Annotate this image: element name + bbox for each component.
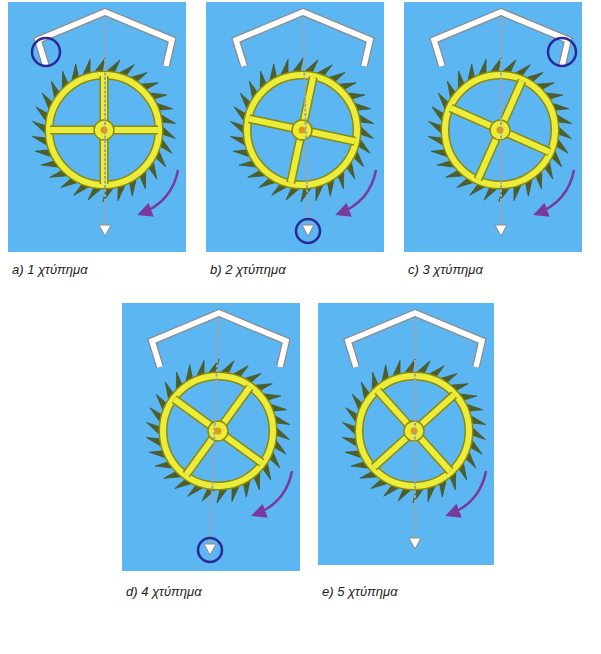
panel-ground: [8, 2, 186, 252]
wheel-tooth: [472, 427, 486, 440]
highlight-circle: [198, 538, 222, 562]
anchor: [152, 313, 286, 367]
pendulum-bob: [495, 225, 507, 236]
panel-ground: [206, 2, 384, 252]
wheel-rim: [247, 75, 357, 185]
panel-ground: [318, 303, 494, 565]
panel-caption: c) 3 χτύπημα: [408, 262, 483, 278]
wheel-tooth: [33, 121, 47, 134]
highlight-circle: [32, 38, 60, 66]
escapement-panel: [8, 2, 186, 252]
rotation-arrow: [536, 170, 574, 214]
panel-caption: b) 2 χτύπημα: [210, 262, 286, 278]
wheel-tooth: [231, 121, 245, 134]
wheel-rim: [247, 75, 357, 185]
pendulum-rod: [303, 14, 308, 226]
escapement-panel: [404, 2, 582, 252]
pendulum-bob: [302, 225, 314, 236]
pendulum-rod: [414, 315, 416, 539]
anchor: [236, 12, 370, 66]
rotation-arrow: [448, 471, 486, 515]
rotation-arrow: [140, 170, 178, 214]
pendulum-rod: [104, 14, 106, 226]
pendulum-bob: [204, 544, 216, 555]
rotation-arrow: [254, 471, 292, 515]
wheel-rim: [163, 376, 273, 486]
panel-caption: e) 5 χτύπημα: [322, 584, 398, 600]
anchor: [434, 12, 568, 66]
pendulum-bob: [409, 538, 421, 549]
panel-caption: a) 1 χτύπημα: [12, 262, 88, 278]
wheel-rim: [163, 376, 273, 486]
anchor: [348, 313, 482, 367]
panel-ground: [404, 2, 582, 252]
panel-ground: [122, 303, 300, 571]
rotation-arrow: [338, 170, 376, 214]
anchor: [152, 313, 286, 367]
wheel-tooth: [558, 126, 572, 139]
wheel-tooth: [360, 126, 374, 139]
highlight-circle: [296, 219, 320, 243]
wheel-hub: [292, 120, 312, 140]
anchor: [434, 12, 568, 66]
anchor: [236, 12, 370, 66]
wheel-tooth: [147, 422, 161, 435]
escapement-panel: [318, 303, 494, 565]
wheel-tooth: [162, 126, 176, 139]
escapement-panel: [122, 303, 300, 571]
pendulum-rod: [500, 14, 502, 226]
escapement-panel: [206, 2, 384, 252]
highlight-circle: [548, 38, 576, 66]
pendulum-bob: [99, 225, 111, 236]
wheel-tooth: [343, 422, 357, 435]
wheel-tooth: [276, 427, 290, 440]
wheel-hub: [208, 421, 228, 441]
pendulum-rod: [210, 315, 219, 545]
panel-caption: d) 4 χτύπημα: [126, 584, 202, 600]
wheel-axle: [299, 127, 306, 134]
anchor: [348, 313, 482, 367]
wheel-tooth: [429, 121, 443, 134]
